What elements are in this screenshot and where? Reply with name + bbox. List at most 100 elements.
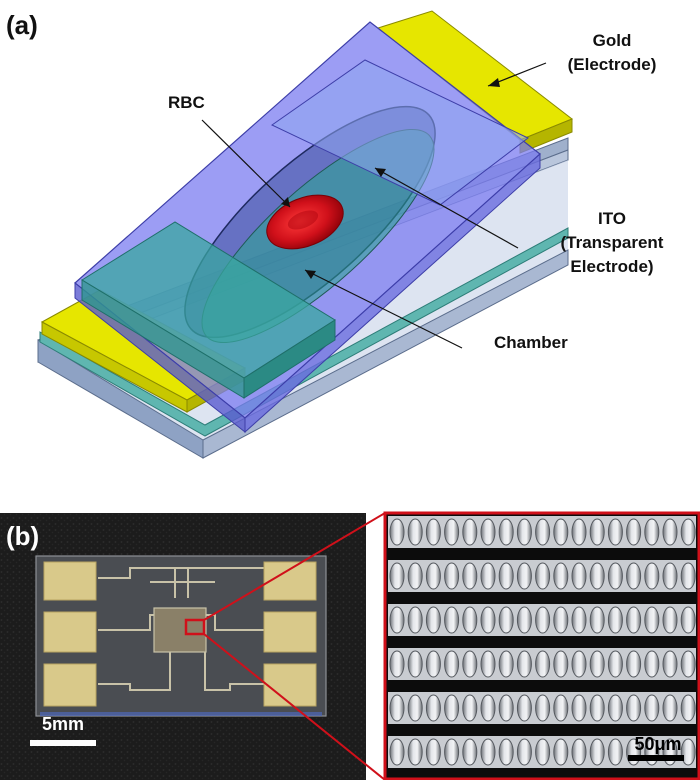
microwell — [553, 518, 569, 546]
microwell — [425, 694, 441, 722]
microwell — [480, 694, 496, 722]
microwell — [498, 738, 514, 766]
microwell — [626, 694, 642, 722]
microwell — [680, 518, 696, 546]
rbc-arrowhead — [281, 197, 290, 207]
microwell — [498, 694, 514, 722]
microwell — [644, 650, 660, 678]
microwell — [444, 518, 460, 546]
microwell — [480, 738, 496, 766]
microwell — [571, 650, 587, 678]
scale-bar-left — [30, 740, 96, 746]
microwell — [498, 562, 514, 590]
pad-right-mid — [263, 611, 317, 653]
microwell — [480, 562, 496, 590]
microwell — [644, 606, 660, 634]
microwell — [553, 650, 569, 678]
microwell — [462, 562, 478, 590]
microwell — [444, 694, 460, 722]
ito-label-line2: (Transparent — [561, 233, 664, 252]
microwell — [425, 606, 441, 634]
microwell — [662, 694, 678, 722]
microwell — [571, 694, 587, 722]
microwell — [389, 562, 405, 590]
red-blood-cell — [266, 194, 344, 250]
microwell — [589, 562, 605, 590]
microwell — [462, 650, 478, 678]
zoom-highlight-box — [184, 618, 206, 636]
chamber-region — [153, 607, 207, 653]
microwell — [535, 518, 551, 546]
callout-lines — [201, 62, 547, 349]
microwell — [607, 650, 623, 678]
microwell — [662, 650, 678, 678]
rbc-label: RBC — [168, 93, 205, 112]
microwell — [516, 606, 532, 634]
microwell — [407, 650, 423, 678]
scale-label-left: 5mm — [42, 714, 84, 734]
microwell — [480, 606, 496, 634]
microwell — [535, 694, 551, 722]
trace-top — [98, 567, 265, 579]
microwell — [553, 738, 569, 766]
microwell — [444, 562, 460, 590]
microwell — [516, 738, 532, 766]
chamber-arrowhead — [305, 270, 316, 279]
ito-pad-bottom — [81, 221, 336, 399]
microwell — [626, 518, 642, 546]
ito-arrowhead — [375, 168, 386, 177]
microwell — [425, 518, 441, 546]
gold-label-line2: (Electrode) — [568, 55, 657, 74]
microwell — [662, 518, 678, 546]
microwell — [626, 562, 642, 590]
microwell — [680, 562, 696, 590]
chamber-label: Chamber — [494, 333, 568, 352]
trace-bottom-right — [204, 652, 265, 691]
microwell — [626, 650, 642, 678]
microwell — [498, 650, 514, 678]
panel-b-right-microscopy: 50μm — [383, 511, 700, 780]
microwell — [680, 606, 696, 634]
microwell — [644, 562, 660, 590]
micro-background — [385, 513, 699, 779]
trace-bottom-left — [98, 652, 171, 691]
microwell — [607, 562, 623, 590]
ito-pad-top — [271, 59, 529, 206]
gold-pads — [43, 561, 317, 707]
ito-label-line3: Electrode) — [570, 257, 653, 276]
gold-label-line1: Gold — [593, 31, 632, 50]
callout-arrowheads — [281, 78, 500, 279]
microwell — [480, 650, 496, 678]
trace-mid-right — [200, 614, 265, 631]
microwell — [480, 518, 496, 546]
microwell — [516, 694, 532, 722]
microwell — [607, 738, 623, 766]
microwell — [444, 650, 460, 678]
scale-label-right: 50μm — [634, 734, 681, 754]
microwell — [425, 650, 441, 678]
microwell — [407, 562, 423, 590]
microwell — [571, 738, 587, 766]
microwell — [498, 518, 514, 546]
microwell — [662, 606, 678, 634]
microwell — [607, 606, 623, 634]
microwell — [680, 650, 696, 678]
microwell — [389, 694, 405, 722]
microwell — [516, 518, 532, 546]
microwell — [389, 606, 405, 634]
panel-b-left-photo: 5mm (b) — [0, 512, 386, 780]
microwell — [389, 518, 405, 546]
rbc-callout-line — [201, 119, 291, 208]
microwell — [626, 606, 642, 634]
microwell — [662, 562, 678, 590]
pad-left-top — [43, 561, 97, 601]
microwell — [589, 694, 605, 722]
zoom-line-top — [203, 512, 386, 621]
microwell — [535, 562, 551, 590]
microwell — [407, 694, 423, 722]
microwell — [589, 738, 605, 766]
scale-bar-right — [628, 755, 684, 761]
ito-callout-line — [374, 167, 519, 249]
zoom-line-bottom — [203, 633, 386, 780]
